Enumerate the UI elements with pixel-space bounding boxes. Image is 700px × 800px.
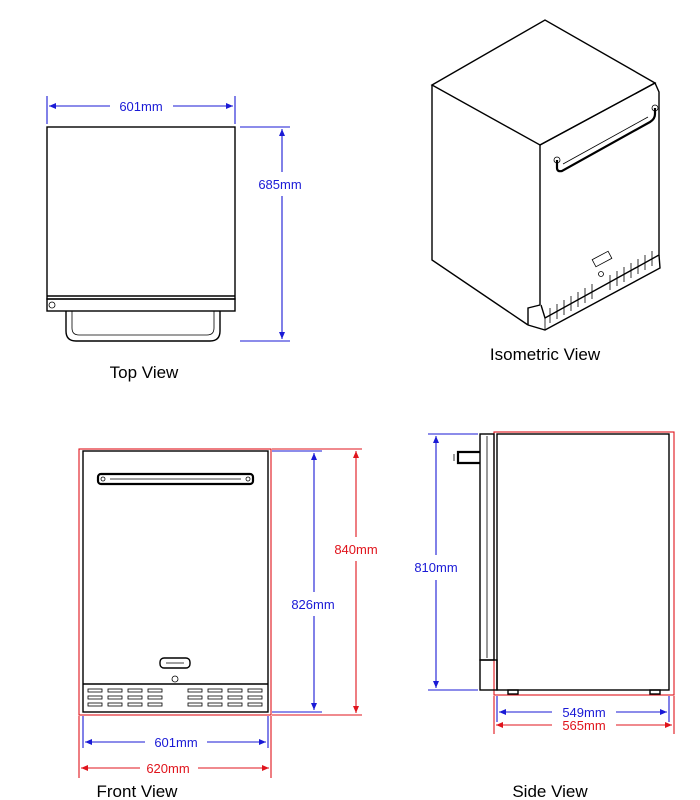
side-height-label: 810mm	[414, 560, 457, 575]
side-front-foot	[507, 689, 519, 695]
iso-side-face	[431, 85, 529, 326]
iso-badge	[591, 250, 613, 268]
front-view: 826mm 840mm 601mm 620mm Front View	[78, 448, 378, 800]
front-view-caption: Front View	[97, 782, 179, 800]
isometric-view: Isometric View	[430, 19, 661, 364]
front-inner-width-label: 601mm	[154, 735, 197, 750]
side-outer-outline	[493, 431, 675, 696]
top-view-handle	[65, 311, 221, 342]
top-view-caption: Top View	[110, 363, 179, 382]
side-handle	[456, 450, 480, 465]
top-width-label: 601mm	[119, 99, 162, 114]
side-inner-depth-label: 549mm	[562, 705, 605, 720]
side-view: 810mm 549mm 565mm Side View	[414, 431, 675, 800]
iso-top-face	[430, 19, 657, 146]
front-body	[82, 450, 269, 713]
front-inner-height-label: 826mm	[291, 597, 334, 612]
top-depth-label: 685mm	[258, 177, 301, 192]
front-vents	[87, 688, 263, 707]
front-outer-outline	[78, 448, 272, 716]
top-view-body	[46, 126, 236, 300]
iso-base	[527, 254, 661, 331]
side-body	[496, 433, 670, 691]
side-outer-depth-label: 565mm	[562, 718, 605, 733]
iso-handle	[555, 108, 657, 173]
front-handle	[96, 472, 255, 486]
front-outer-width-label: 620mm	[146, 761, 189, 776]
side-rear-foot	[649, 689, 661, 695]
front-badge	[159, 657, 191, 669]
iso-vents	[549, 251, 653, 323]
front-outer-height-label: 840mm	[334, 542, 377, 557]
isometric-view-caption: Isometric View	[490, 345, 601, 364]
top-view: 601mm 685mm Top View	[46, 96, 302, 382]
top-view-door	[46, 298, 236, 312]
side-view-caption: Side View	[512, 782, 588, 800]
